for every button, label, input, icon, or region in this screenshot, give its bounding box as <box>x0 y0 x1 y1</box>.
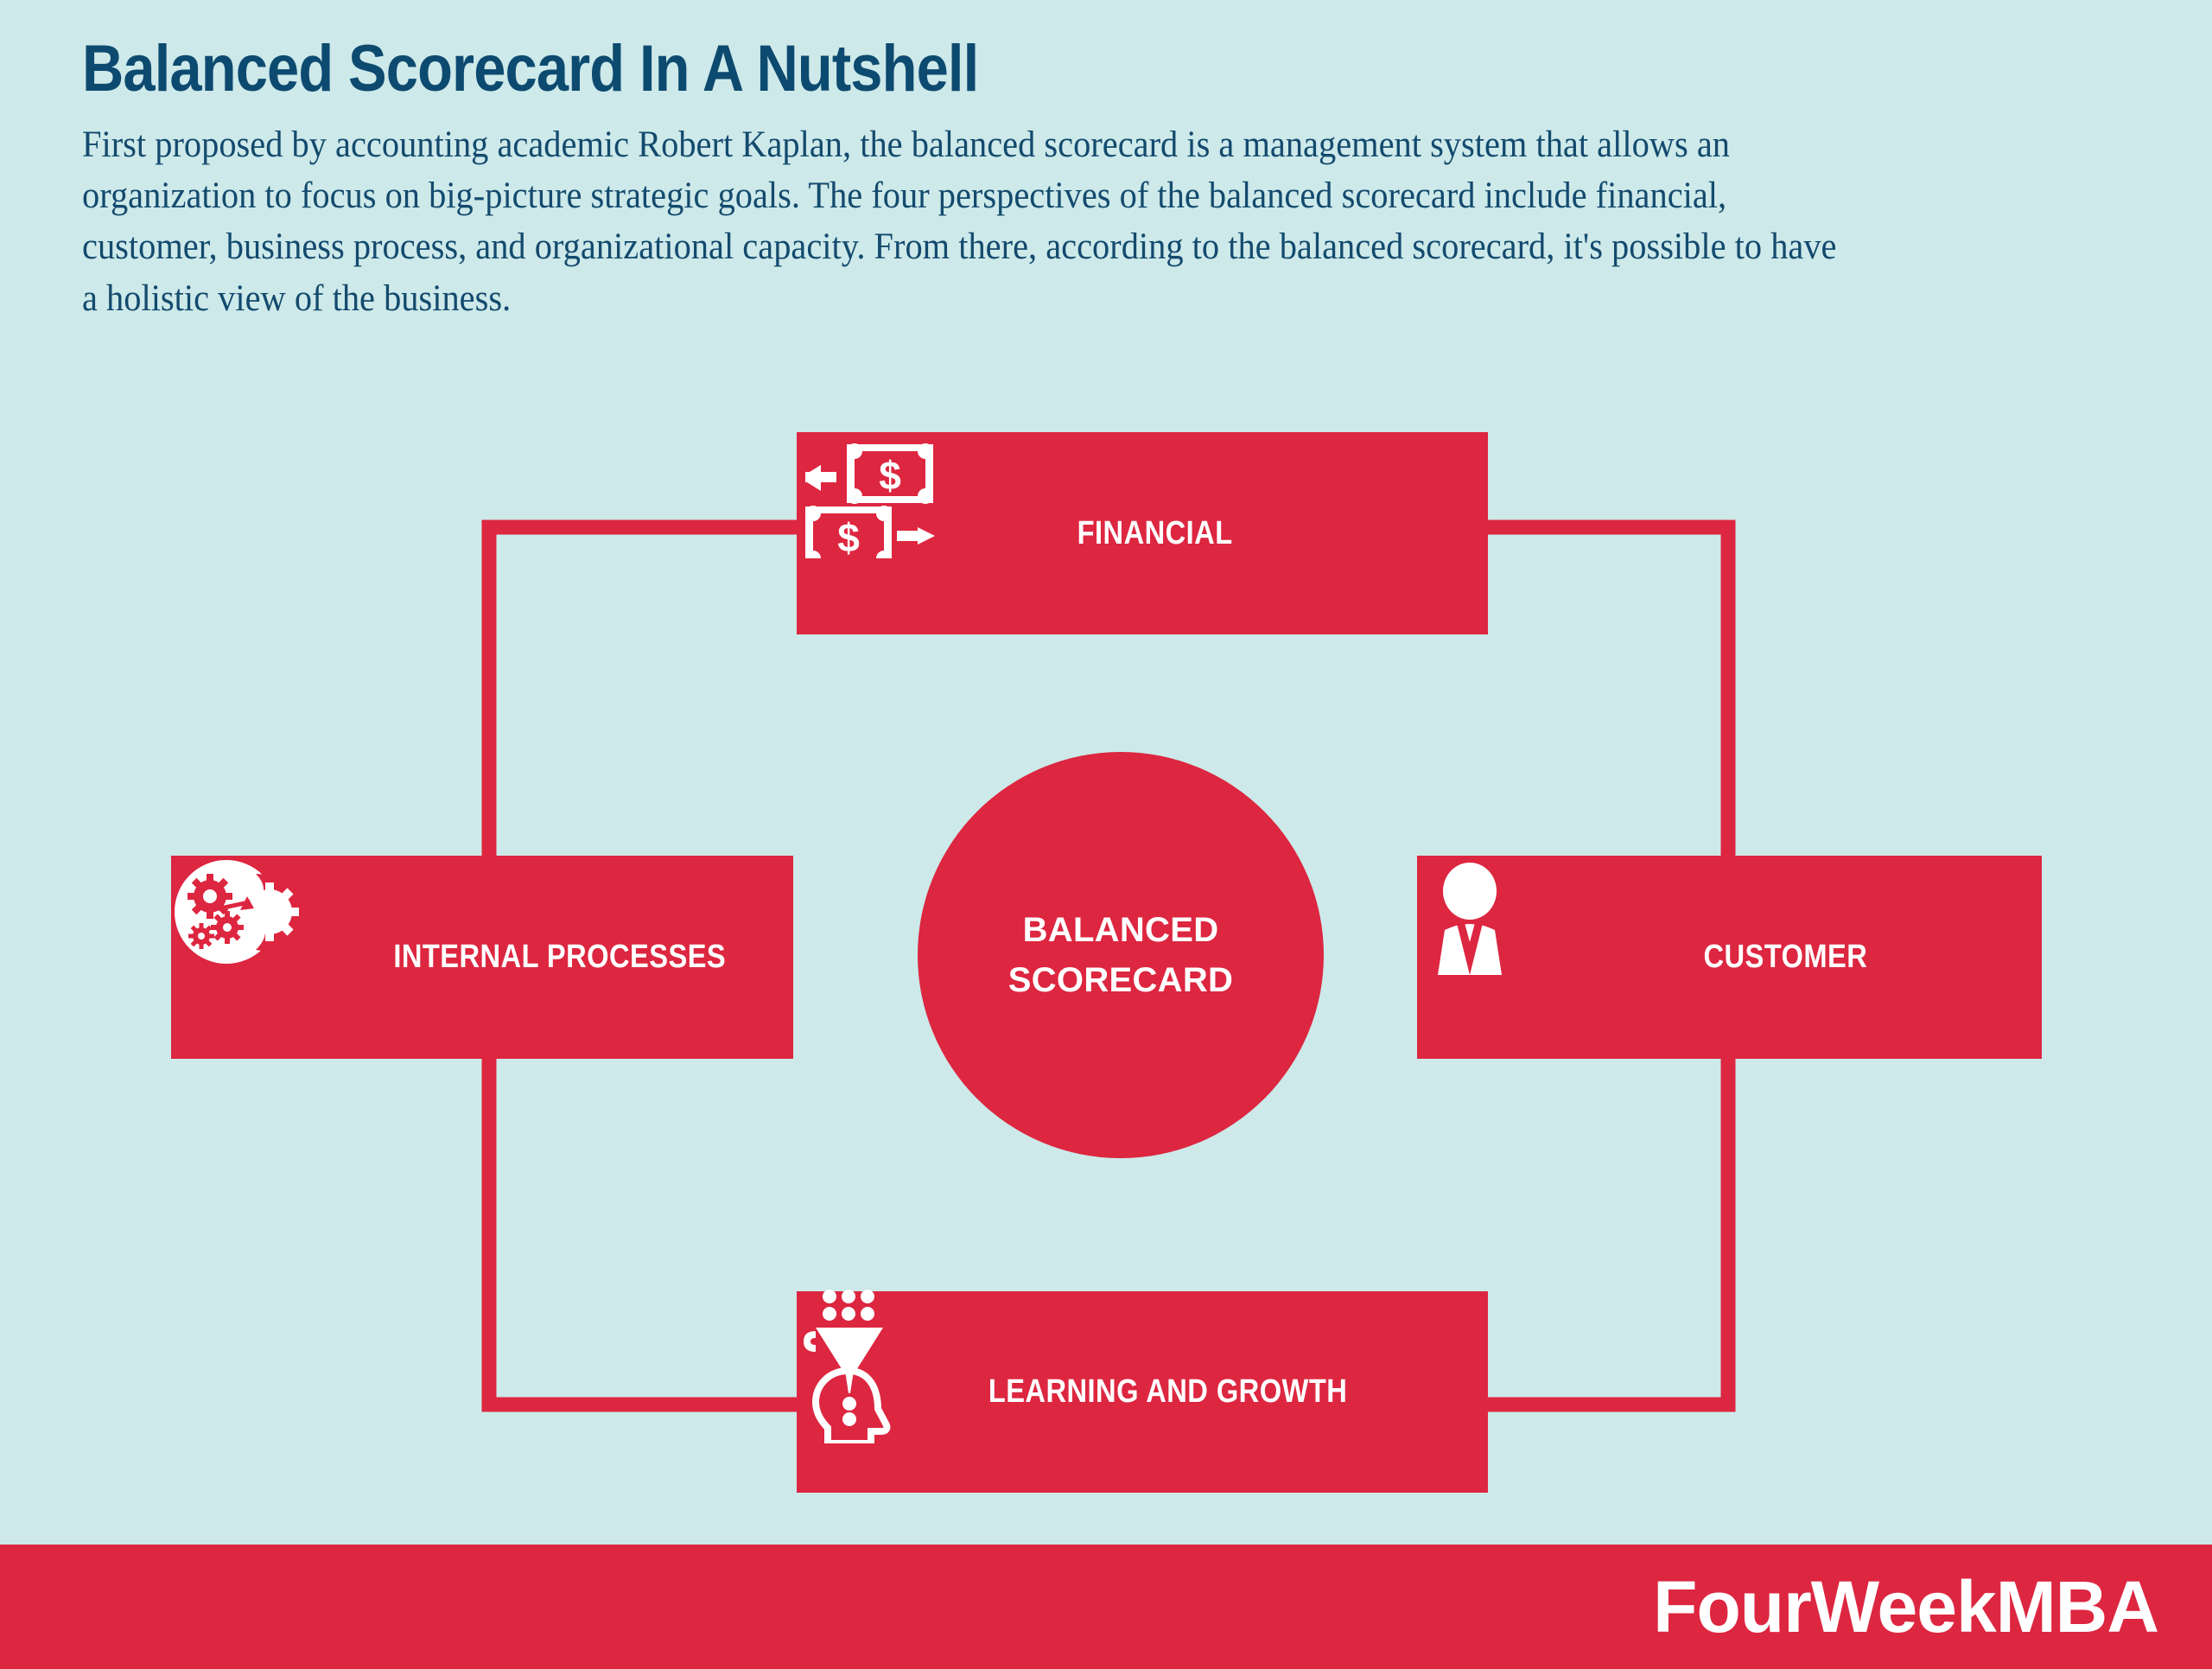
header: Balanced Scorecard In A Nutshell First p… <box>82 35 1983 324</box>
node-learning-and-growth-label: LEARNING AND GROWTH <box>988 1373 1348 1410</box>
connector-internal-to-learning <box>481 958 797 1412</box>
node-financial-label: FINANCIAL <box>1077 514 1233 551</box>
page-description: First proposed by accounting academic Ro… <box>82 124 1837 319</box>
node-customer[interactable]: CUSTOMER <box>1417 856 2042 1059</box>
footer-bar: FourWeekMBA <box>0 1545 2212 1669</box>
node-internal-processes-label: INTERNAL PROCESSES <box>393 939 727 975</box>
center-node-label-line2: SCORECARD <box>1007 961 1234 999</box>
node-customer-label: CUSTOMER <box>1703 939 1868 975</box>
center-node-label-line1: BALANCED <box>1022 911 1219 949</box>
brand-logo: FourWeekMBA <box>1653 1565 2159 1647</box>
node-internal-processes[interactable]: INTERNAL PROCESSES <box>171 856 793 1059</box>
page-title: Balanced Scorecard In A Nutshell <box>82 32 979 105</box>
node-learning-and-growth[interactable]: LEARNING AND GROWTH <box>797 1291 1488 1493</box>
center-node-balanced-scorecard[interactable]: BALANCED SCORECARD <box>918 752 1324 1158</box>
connector-customer-to-learning <box>1488 958 1736 1412</box>
balanced-scorecard-diagram: FINANCIAL $ $ <box>171 432 2042 1493</box>
node-financial[interactable]: FINANCIAL <box>797 432 1488 634</box>
